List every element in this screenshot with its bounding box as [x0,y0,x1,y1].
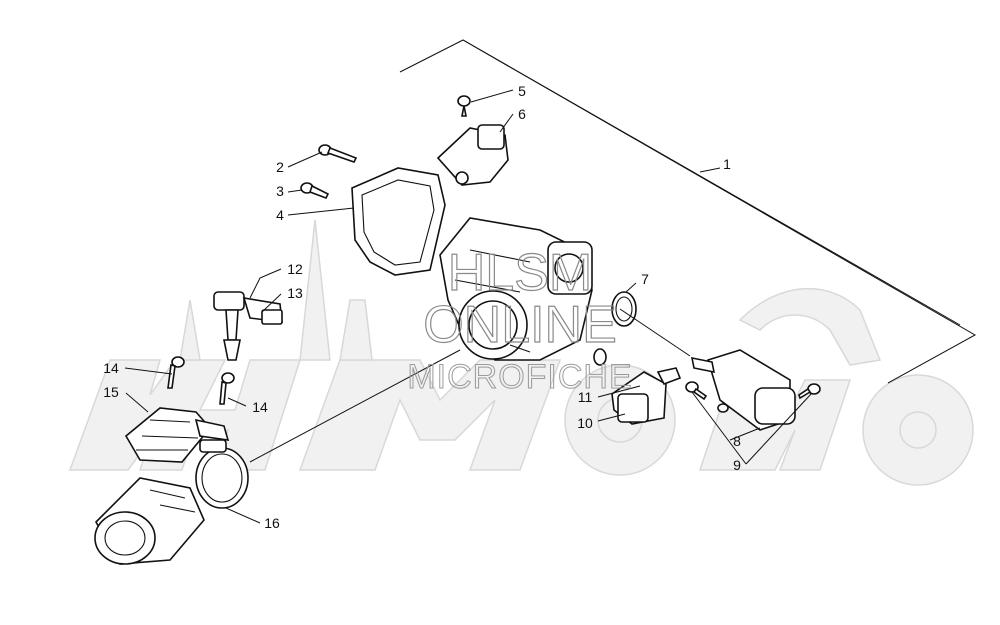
callout-15: 15 [103,384,119,400]
callout-14-upper: 14 [103,360,119,376]
callout-6: 6 [518,106,526,122]
hose-clamp [195,439,249,509]
sensor-10 [611,367,682,425]
callout-7: 7 [641,271,649,287]
callout-12: 12 [287,261,303,277]
callout-11: 11 [578,389,593,405]
throttle-body [439,217,593,361]
intake-boot [94,477,205,565]
assembly-bracket-line [399,39,977,384]
o-ring-7 [611,291,637,327]
screw-9-left [685,381,708,401]
screw-5 [457,95,471,117]
bolt-14-lower [219,372,235,405]
watermark-line1: HLSM [448,244,592,302]
leader-lines [124,89,813,524]
throttle-position-sensor [436,124,509,186]
callout-14-lower: 14 [252,399,268,415]
fuel-injector [213,291,283,361]
callout-13: 13 [287,285,303,301]
callout-9: 9 [733,457,741,473]
idle-air-control [690,349,796,431]
callout-3: 3 [276,183,284,199]
watermark-line3: MICROFICHE [407,358,632,396]
bolt-2 [318,144,358,163]
callout-1: 1 [723,156,731,172]
callout-10: 10 [577,415,593,431]
bolt-14-upper [167,356,185,389]
callout-5: 5 [518,83,526,99]
callout-labels: 1 2 3 4 5 6 7 8 9 10 11 12 13 14 14 15 1… [103,83,741,531]
bolt-3 [300,182,330,200]
watermark-line2: ONLINE [423,296,617,354]
throttle-cover [351,167,446,276]
callout-4: 4 [276,207,284,223]
screw-9-right [798,383,821,400]
fuel-rail [124,407,230,463]
watermark: HLSM ONLINE MICROFICHE [407,243,632,396]
callout-2: 2 [276,159,284,175]
callout-16: 16 [264,515,280,531]
small-ring [593,348,607,366]
callout-8: 8 [733,433,741,449]
